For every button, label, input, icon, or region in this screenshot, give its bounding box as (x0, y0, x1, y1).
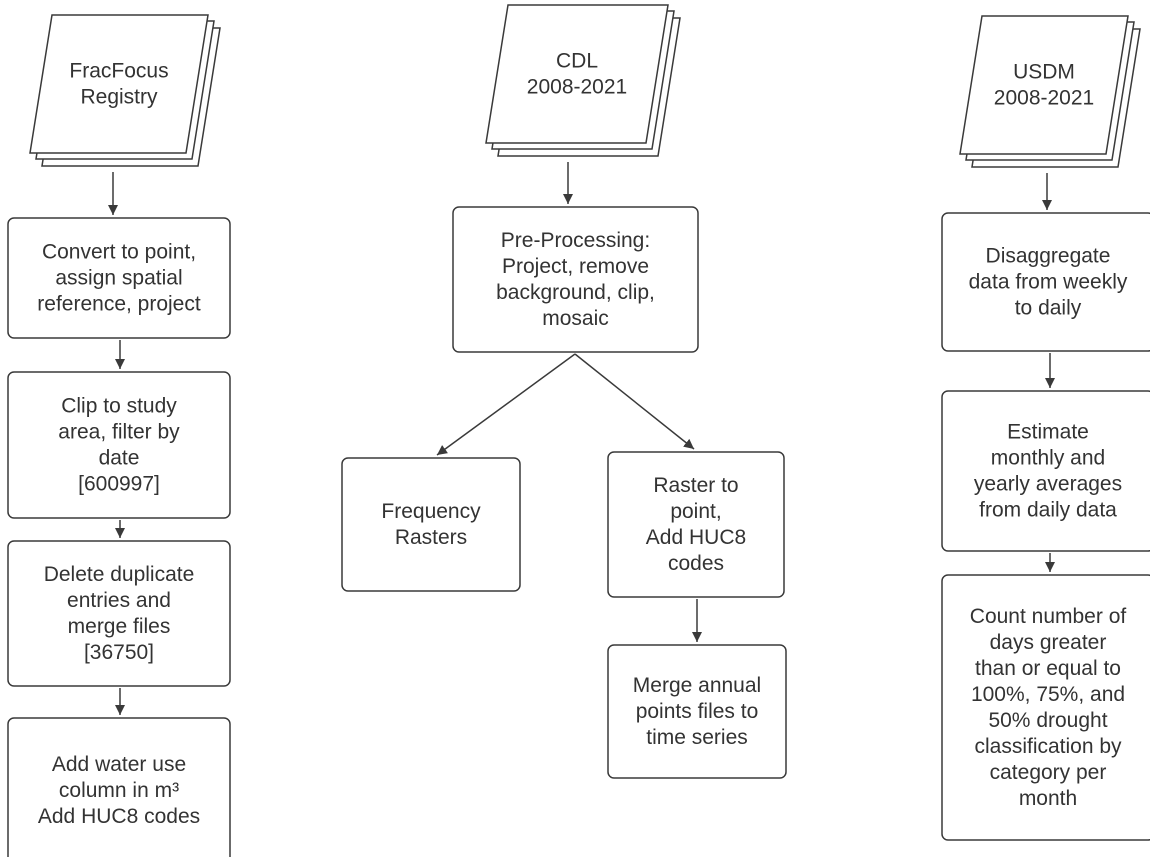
usdm-source-doc-line: USDM (1013, 61, 1075, 84)
fracfocus-source-doc-line: Registry (80, 86, 158, 109)
cdl-step-merge-annual-line: time series (646, 726, 748, 749)
cdl-step-raster-to-point: Raster to point, Add HUC8 codes (607, 451, 785, 598)
connectors (108, 162, 1055, 715)
usdm-step-count-line: category per (990, 761, 1107, 784)
usdm-step-disaggregate-line: to daily (1015, 297, 1082, 320)
fracfocus-step-wateruse: Add water use column in m³ Add HUC8 codes (7, 717, 231, 857)
cdl-step-frequency-rasters-box (341, 457, 521, 592)
cdl-step-merge-annual: Merge annual points files to time series (607, 644, 787, 779)
cdl-step-preprocessing-line: mosaic (542, 307, 609, 330)
usdm-step-disaggregate-box (941, 212, 1150, 352)
cdl-step-raster-to-point-line: Raster to (653, 474, 738, 497)
usdm-step-count-line: 100%, 75%, and (971, 683, 1125, 706)
fracfocus-step-clip-line: date (99, 447, 140, 470)
cdl-step-preprocessing-line: Project, remove (502, 255, 649, 278)
fracfocus-step-dedupe: Delete duplicate entries and merge files [3… (7, 540, 231, 687)
cdl-step-raster-to-point-line: codes (668, 552, 724, 575)
cdl-step-merge-annual-line: Merge annual (633, 674, 761, 697)
fracfocus-step-wateruse-line: Add water use (52, 753, 186, 776)
fracfocus-step-convert: Convert to point, assign spatial reference… (7, 217, 231, 339)
cdl-step-raster-to-point-box (607, 451, 785, 598)
fracfocus-source-doc-line: FracFocus (69, 60, 168, 83)
usdm-step-estimate-line: from daily data (979, 499, 1117, 522)
fracfocus-step-wateruse-box (7, 717, 231, 857)
usdm-step-estimate-line: Estimate (1007, 421, 1089, 444)
arrow-preprocessing-to-frequency (436, 353, 576, 456)
fracfocus-step-dedupe-box (7, 540, 231, 687)
cdl-step-raster-to-point-line: Add HUC8 (646, 526, 746, 549)
fracfocus-step-wateruse-line: Add HUC8 codes (38, 805, 200, 828)
fracfocus-step-dedupe-line: Delete duplicate (44, 563, 195, 586)
cdl-step-preprocessing-line: background, clip, (496, 281, 655, 304)
usdm-step-count-line: than or equal to (975, 657, 1121, 680)
fracfocus-step-dedupe-line: entries and (67, 589, 171, 612)
cdl-step-merge-annual-box (607, 644, 787, 779)
cdl-source-doc-line: CDL (556, 50, 598, 73)
cdl-step-raster-to-point-line: point, (670, 500, 721, 523)
usdm-step-disaggregate-line: Disaggregate (986, 245, 1111, 268)
fracfocus-step-clip: Clip to study area, filter by date [600997] (7, 371, 231, 519)
cdl-source-doc-line: 2008-2021 (527, 76, 627, 99)
usdm-step-estimate-line: monthly and (991, 447, 1105, 470)
usdm-step-count-line: 50% drought (988, 709, 1107, 732)
fracfocus-step-wateruse-line: column in m³ (59, 779, 179, 802)
fracfocus-step-clip-box (7, 371, 231, 519)
fracfocus-step-convert-box (7, 217, 231, 339)
fracfocus-step-convert-line: reference, project (37, 293, 201, 316)
usdm-step-count-line: classification by (974, 735, 1122, 758)
cdl-step-frequency-rasters-line: Rasters (395, 526, 467, 549)
usdm-step-count: Count number of days greater than or equal… (941, 574, 1150, 841)
usdm-step-disaggregate: Disaggregate data from weekly to daily (941, 212, 1150, 352)
fracfocus-step-clip-line: Clip to study (61, 395, 177, 418)
cdl-step-preprocessing-box (452, 206, 699, 353)
fracfocus-step-dedupe-line: [36750] (84, 641, 154, 664)
usdm-step-estimate: Estimate monthly and yearly averages from d… (941, 390, 1150, 552)
cdl-step-frequency-rasters-line: Frequency (381, 500, 481, 523)
usdm-step-count-line: days greater (990, 631, 1107, 654)
fracfocus-step-convert-line: Convert to point, (42, 241, 196, 264)
fracfocus-step-clip-line: [600997] (78, 473, 160, 496)
usdm-step-disaggregate-line: data from weekly (969, 271, 1128, 294)
fracfocus-step-convert-line: assign spatial (55, 267, 182, 290)
fracfocus-step-dedupe-line: merge files (68, 615, 171, 638)
fracfocus-step-clip-line: area, filter by (58, 421, 180, 444)
cdl-step-merge-annual-line: points files to (636, 700, 759, 723)
cdl-source-doc-sheet-front (485, 4, 669, 144)
cdl-step-preprocessing-line: Pre-Processing: (501, 229, 650, 252)
usdm-source-doc-sheet-front (959, 15, 1129, 155)
usdm-step-estimate-line: yearly averages (974, 473, 1122, 496)
usdm-step-estimate-box (941, 390, 1150, 552)
fracfocus-source-doc-sheet-front (29, 14, 209, 154)
cdl-source-doc: CDL 2008-2021 (485, 4, 681, 157)
usdm-source-doc: USDM 2008-2021 (959, 15, 1141, 168)
arrow-preprocessing-to-raster (574, 353, 695, 450)
usdm-step-count-box (941, 574, 1150, 841)
usdm-step-count-line: Count number of (970, 605, 1127, 628)
usdm-step-count-line: month (1019, 787, 1077, 810)
usdm-source-doc-line: 2008-2021 (994, 87, 1094, 110)
cdl-step-preprocessing: Pre-Processing: Project, remove background… (452, 206, 699, 353)
